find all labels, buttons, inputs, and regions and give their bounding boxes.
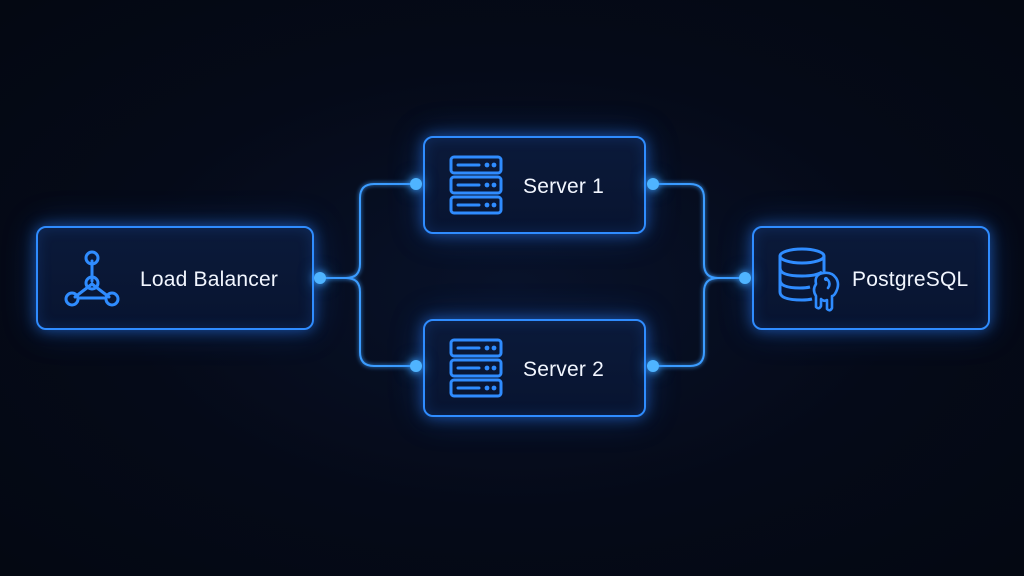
server-1-label: Server 1 — [523, 175, 604, 198]
server-rack-icon — [449, 155, 505, 217]
edge-server-2-to-db — [652, 277, 745, 367]
server-1-input-port[interactable] — [410, 178, 422, 190]
edge-lb-to-server-1 — [319, 183, 416, 279]
server-1-node[interactable]: Server 1 — [423, 136, 646, 234]
postgresql-label: PostgreSQL — [852, 268, 969, 291]
server-2-label: Server 2 — [523, 358, 604, 381]
load-balancer-node[interactable]: Load Balancer — [36, 226, 314, 330]
network-nodes-icon — [60, 248, 124, 312]
server-2-node[interactable]: Server 2 — [423, 319, 646, 417]
server-2-input-port[interactable] — [410, 360, 422, 372]
edge-lb-to-server-2 — [319, 277, 416, 367]
db-input-port[interactable] — [739, 272, 751, 284]
server-2-output-port[interactable] — [647, 360, 659, 372]
server-rack-icon — [449, 338, 505, 400]
database-elephant-icon — [776, 246, 846, 316]
edge-server-1-to-db — [652, 183, 745, 279]
load-balancer-label: Load Balancer — [140, 268, 279, 291]
postgresql-node[interactable]: PostgreSQL — [752, 226, 990, 330]
server-1-output-port[interactable] — [647, 178, 659, 190]
lb-output-port[interactable] — [314, 272, 326, 284]
